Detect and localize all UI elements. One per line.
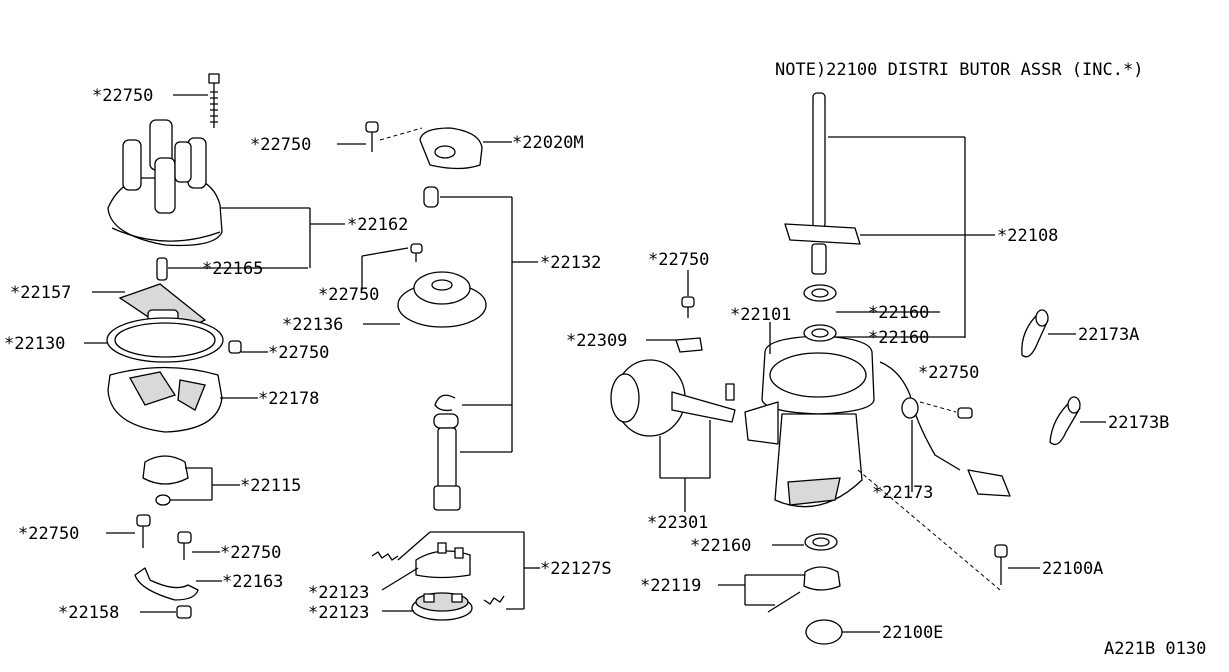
bracket-22163 [134,567,199,601]
label-22309: *22309 [566,331,627,351]
vacuum-controller-22301 [610,359,736,437]
label-22132: *22132 [540,253,601,273]
bolt-22750-top [208,73,220,128]
spacer-22132 [423,186,439,208]
label-22123b: *22123 [308,603,369,623]
label-22162: *22162 [347,215,408,235]
label-22157: *22157 [10,283,71,303]
label-22750-rotor: *22750 [268,343,329,363]
label-22750-vac: *22750 [648,250,709,270]
label-22301: *22301 [647,513,708,533]
clip-22173A [1021,309,1049,358]
label-22119: *22119 [640,576,701,596]
label-22178: *22178 [258,389,319,409]
spring-22123-b [483,595,505,605]
module-22020M [419,127,483,170]
screw-22750-rotor [228,340,242,354]
note-title: NOTE)22100 DISTRI BUTOR ASSR (INC.*) [775,60,1143,80]
distributor-cap-22162 [107,119,223,247]
weight-22123-b [411,592,473,621]
screw-22750-left2 [177,531,192,560]
label-22158: *22158 [58,603,119,623]
label-22115: *22115 [240,476,301,496]
screw-22750-plate [410,243,423,262]
snap-ring-22132 [434,394,456,412]
washer-22160-a [803,284,837,302]
seal-22130 [106,317,224,363]
spring-22123 [371,551,399,561]
seal-22100E [805,619,843,645]
label-22750-top: *22750 [92,86,153,106]
diagram-code: A221B 0130 [1104,639,1206,659]
clip-22309 [675,337,703,353]
harness-22173 [879,361,1011,497]
carbon-point-22165 [156,257,168,281]
housing-22178 [107,366,223,433]
label-22163: *22163 [222,572,283,592]
bolt-22100A [994,544,1008,585]
label-22750-left2: *22750 [220,543,281,563]
label-22108: *22108 [997,226,1058,246]
washer-22160-b [803,324,837,342]
plate-22136 [397,271,487,328]
label-22136: *22136 [282,315,343,335]
label-22160b: *22160 [868,328,929,348]
nut-22158 [176,605,192,619]
screw-22750-vac [681,296,695,318]
label-22173B: 22173B [1108,413,1169,433]
washer-22160-c [804,533,838,551]
label-22160c: *22160 [690,536,751,556]
label-22165: *22165 [202,259,263,279]
label-22750-left: *22750 [18,524,79,544]
label-22101: *22101 [730,305,791,325]
label-22100E: 22100E [882,623,943,643]
label-22750-plate: *22750 [318,285,379,305]
label-22173: *22173 [872,483,933,503]
weight-22123-a [415,542,471,579]
collar-22119 [767,566,841,613]
housing-22101 [744,335,875,508]
label-22173A: 22173A [1078,325,1139,345]
label-22127S: *22127S [540,559,612,579]
label-22020M: *22020M [512,133,584,153]
label-22123a: *22123 [308,583,369,603]
screw-22750-left [136,514,151,548]
shaft-22108 [784,92,861,275]
label-22160a: *22160 [868,303,929,323]
label-22100A: 22100A [1042,559,1103,579]
rotor-shaft-22132 [433,413,461,511]
clip-22173B [1049,396,1081,446]
advancer-22115 [142,455,189,506]
label-22130: *22130 [4,334,65,354]
screw-22750-cap [365,121,379,152]
screw-22750-housing [957,407,973,419]
label-22750-housing: *22750 [918,363,979,383]
label-22750-cap: *22750 [250,135,311,155]
